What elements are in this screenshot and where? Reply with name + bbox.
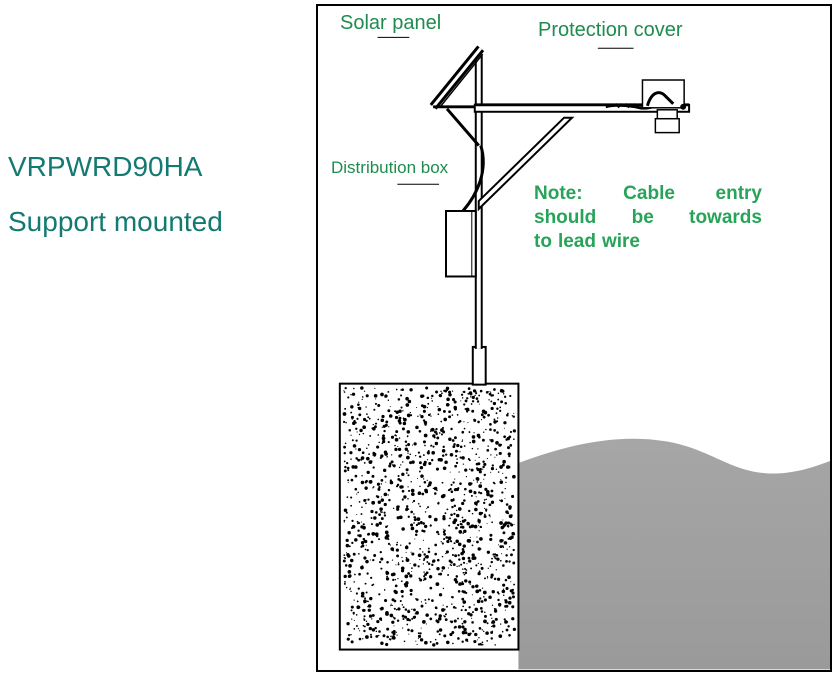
concrete-texture <box>342 386 516 647</box>
protection-cover-label: Protection cover <box>538 19 683 41</box>
note-word: to <box>534 231 552 252</box>
note-line-1: Note: Cable entry <box>534 182 762 206</box>
solar-panel <box>429 45 485 110</box>
mounting-subtitle: Support mounted <box>8 206 223 237</box>
pole-base-sleeve <box>471 345 487 386</box>
diagonal-brace <box>477 116 575 212</box>
note-word: towards <box>689 207 762 228</box>
protection-cover <box>641 79 687 134</box>
note-word: should <box>534 207 597 228</box>
note-line-2: should be towards <box>534 206 762 230</box>
note-word: entry <box>715 183 762 204</box>
diagram-frame: Solar panel Protection cover Distributio… <box>316 4 832 672</box>
cable <box>461 145 485 212</box>
note-word: be <box>631 207 654 228</box>
note-word: lead <box>557 231 596 252</box>
distribution-box <box>445 210 477 278</box>
model-title: VRPWRD90HA <box>8 151 203 182</box>
water-body <box>518 438 830 670</box>
note-line-3: to lead wire <box>534 230 762 254</box>
note-word: Cable <box>623 183 675 204</box>
distribution-box-label: Distribution box <box>331 158 449 177</box>
installation-note: Note: Cable entry should be towards to l… <box>534 182 762 254</box>
solar-panel-label: Solar panel <box>340 12 442 34</box>
note-word: wire <box>601 231 640 252</box>
note-word: Note: <box>534 183 583 204</box>
installation-diagram <box>338 36 830 670</box>
